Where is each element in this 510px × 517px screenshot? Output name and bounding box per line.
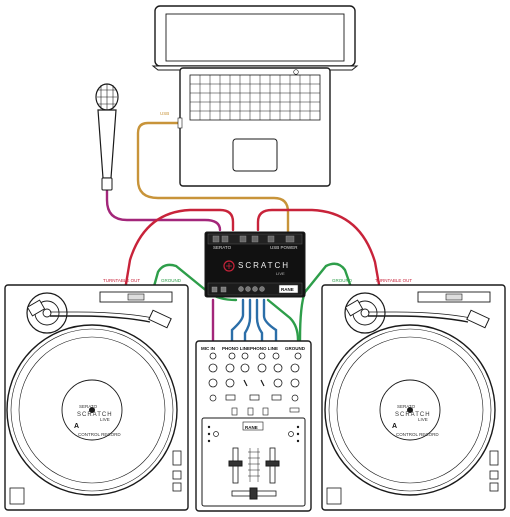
mixer-knobs-row-1 bbox=[208, 363, 300, 373]
tonearm-right-arm bbox=[368, 315, 469, 323]
mixer-brand-badge bbox=[242, 421, 264, 431]
turntable-out-left-label: TURNTABLE OUT bbox=[103, 278, 140, 283]
scratch-logo-mark bbox=[226, 263, 232, 269]
cables bbox=[105, 121, 382, 344]
usb-cable bbox=[136, 121, 290, 235]
mixer-input-jacks bbox=[209, 352, 302, 360]
mixer-switches bbox=[209, 394, 299, 402]
turntable-left-pitch-slider bbox=[172, 450, 182, 466]
mixer-fader-left-cap bbox=[228, 460, 243, 467]
interface-right-label: USB POWER bbox=[270, 245, 298, 250]
turntable-left-button-b bbox=[172, 482, 182, 492]
interface-left-label: SERATO bbox=[213, 245, 232, 250]
line-cable-2 bbox=[243, 298, 252, 344]
record-right-caption: CONTROL RECORD bbox=[396, 432, 439, 437]
mixer bbox=[195, 340, 312, 512]
turntable-left-pitch-knob bbox=[127, 293, 145, 301]
crossfader-cap bbox=[249, 487, 258, 500]
turntable-right-button-a bbox=[489, 470, 499, 480]
mixer-fader-panel bbox=[201, 417, 306, 507]
mixer-meters bbox=[248, 448, 260, 482]
interface-body bbox=[204, 231, 306, 298]
tonearm-left-counterweight bbox=[26, 299, 46, 317]
line-cable-3 bbox=[255, 298, 264, 344]
record-right-brand: SERATO bbox=[397, 404, 416, 409]
turntable-out-right-label: TURNTABLE OUT bbox=[375, 278, 412, 283]
mixer-phono-line-2-label: PHONO LINE bbox=[250, 346, 278, 351]
interface-brand: RANE bbox=[281, 287, 294, 292]
laptop-trackpad bbox=[232, 138, 278, 172]
tonearm-right-center bbox=[360, 308, 370, 318]
keyboard-keys bbox=[190, 75, 320, 120]
record-right-title: SCRATCH bbox=[395, 412, 431, 418]
mic-base bbox=[101, 177, 113, 191]
interface-model: SCRATCH bbox=[238, 261, 290, 270]
power-button-icon bbox=[293, 69, 299, 75]
record-right-side: A bbox=[392, 423, 397, 430]
mic-grille-mesh bbox=[97, 84, 117, 110]
ground-mixer-cable bbox=[266, 298, 300, 342]
turntable-right-cable bbox=[256, 208, 382, 292]
interface-top-jacks bbox=[212, 235, 295, 243]
turntable-right-button-b bbox=[489, 482, 499, 492]
turntable-left bbox=[4, 284, 189, 511]
turntable-right-pitch-slider bbox=[489, 450, 499, 466]
mixer-brand: RANE bbox=[245, 425, 258, 430]
rane-badge bbox=[278, 284, 299, 294]
scratch-logo-icon bbox=[223, 260, 235, 272]
mixer-ground-label: GROUND bbox=[285, 346, 306, 351]
turntable-left-cable bbox=[123, 208, 235, 292]
line-cable-1 bbox=[230, 298, 245, 344]
ground-right-label: GROUND bbox=[332, 278, 353, 283]
record-left-brand: SERATO bbox=[79, 404, 98, 409]
tonearm-left-arm bbox=[50, 315, 151, 323]
mixer-knobs-row-2 bbox=[208, 378, 300, 388]
tonearm-left-center bbox=[42, 308, 52, 318]
laptop-keyboard bbox=[189, 74, 321, 121]
turntable-right-spindle bbox=[407, 407, 413, 413]
record-left-caption: CONTROL RECORD bbox=[78, 432, 121, 437]
record-left-sub: LIVE bbox=[100, 417, 110, 422]
mic-body bbox=[97, 109, 117, 179]
record-left-side: A bbox=[74, 423, 79, 430]
mixer-phono-line-1-label: PHONO LINE bbox=[222, 346, 250, 351]
mixer-fader-right-cap bbox=[265, 460, 280, 467]
record-left-title: SCRATCH bbox=[77, 412, 113, 418]
tonearm-left-headshell bbox=[148, 309, 172, 329]
usb-label: USB bbox=[160, 111, 169, 116]
turntable-right-pitch-knob bbox=[445, 293, 463, 301]
mic-cable bbox=[105, 186, 222, 232]
tonearm-right-counterweight bbox=[344, 299, 364, 317]
interface-bottom-jacks bbox=[211, 286, 265, 293]
mixer-indicators bbox=[243, 379, 265, 387]
ground-left-cable bbox=[151, 263, 238, 302]
tonearm-left-arm-inner bbox=[50, 311, 154, 319]
mixer-small-controls bbox=[231, 407, 300, 416]
audio-interface: SERATO USB POWER SCRATCH LIVE RANE bbox=[204, 231, 306, 298]
mixer-mic-in-label: MIC IN bbox=[201, 346, 215, 351]
turntable-right bbox=[321, 284, 506, 511]
turntable-left-spindle bbox=[89, 407, 95, 413]
ground-left-label: GROUND bbox=[161, 278, 182, 283]
ground-right-cable bbox=[298, 262, 354, 342]
microphone bbox=[95, 83, 119, 191]
record-right-sub: LIVE bbox=[418, 417, 428, 422]
laptop-usb-port bbox=[177, 117, 183, 129]
turntable-right-start-button bbox=[326, 487, 342, 505]
laptop-screen bbox=[165, 13, 345, 62]
tonearm-right-arm-inner bbox=[368, 311, 472, 319]
mixer-small-knobs bbox=[213, 431, 294, 437]
turntable-left-start-button bbox=[9, 487, 25, 505]
interface-sub: LIVE bbox=[276, 271, 285, 276]
tonearm-right-headshell bbox=[466, 309, 490, 329]
turntable-left-button-a bbox=[172, 470, 182, 480]
laptop bbox=[151, 5, 359, 187]
line-cable-4 bbox=[262, 298, 278, 344]
mixer-fader-panel-dots bbox=[207, 425, 300, 443]
